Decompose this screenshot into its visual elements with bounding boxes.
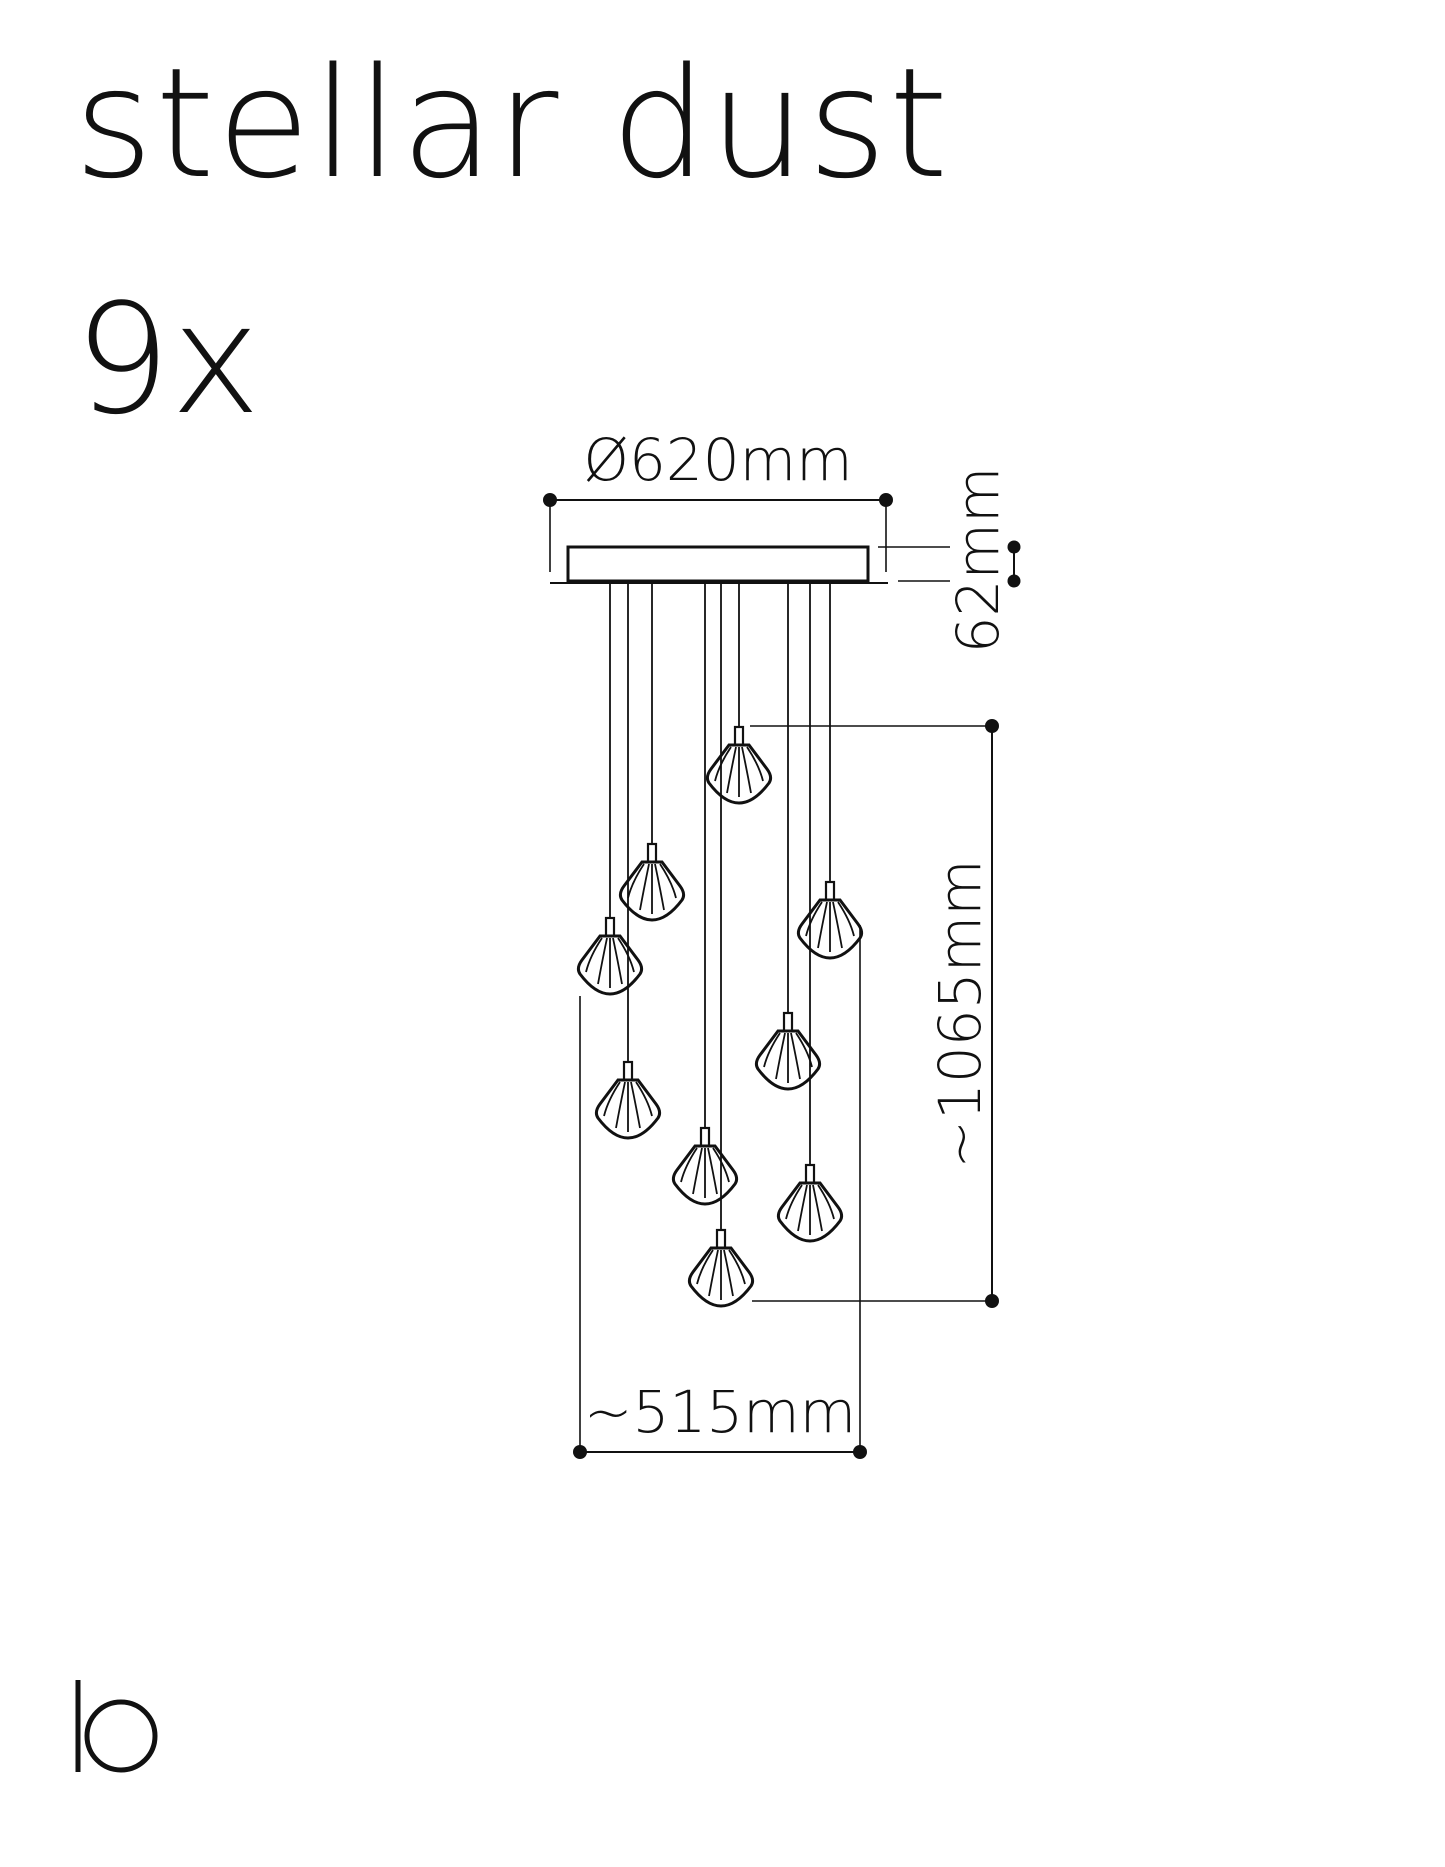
pendant-shade [776, 1163, 844, 1243]
brand-logo-icon [75, 1680, 158, 1773]
pendant-shade [594, 1060, 662, 1140]
pendant-shade [796, 880, 864, 960]
pendant-shade [687, 1228, 755, 1308]
pendant-group [576, 583, 864, 1308]
pendant-shade [671, 1126, 739, 1206]
pendant-shade [705, 725, 773, 805]
product-title: stellar dust [74, 35, 951, 212]
pendant-count-label: 9x [74, 271, 261, 448]
canopy-height-dimension: 62mm [878, 467, 1021, 654]
drop-height-dimension: ~1065mm [750, 719, 999, 1308]
pendant-shade [576, 916, 644, 996]
canopy-height-label: 62mm [944, 467, 1012, 654]
drop-height-label: ~1065mm [926, 859, 994, 1168]
spread-width-label: ~515mm [584, 1378, 856, 1446]
canopy-diameter-label: Ø620mm [583, 426, 852, 494]
canopy [550, 545, 888, 584]
pendant-shade [618, 842, 686, 922]
spread-width-dimension: ~515mm [573, 925, 867, 1459]
canopy-diameter-dimension: Ø620mm [543, 426, 893, 572]
